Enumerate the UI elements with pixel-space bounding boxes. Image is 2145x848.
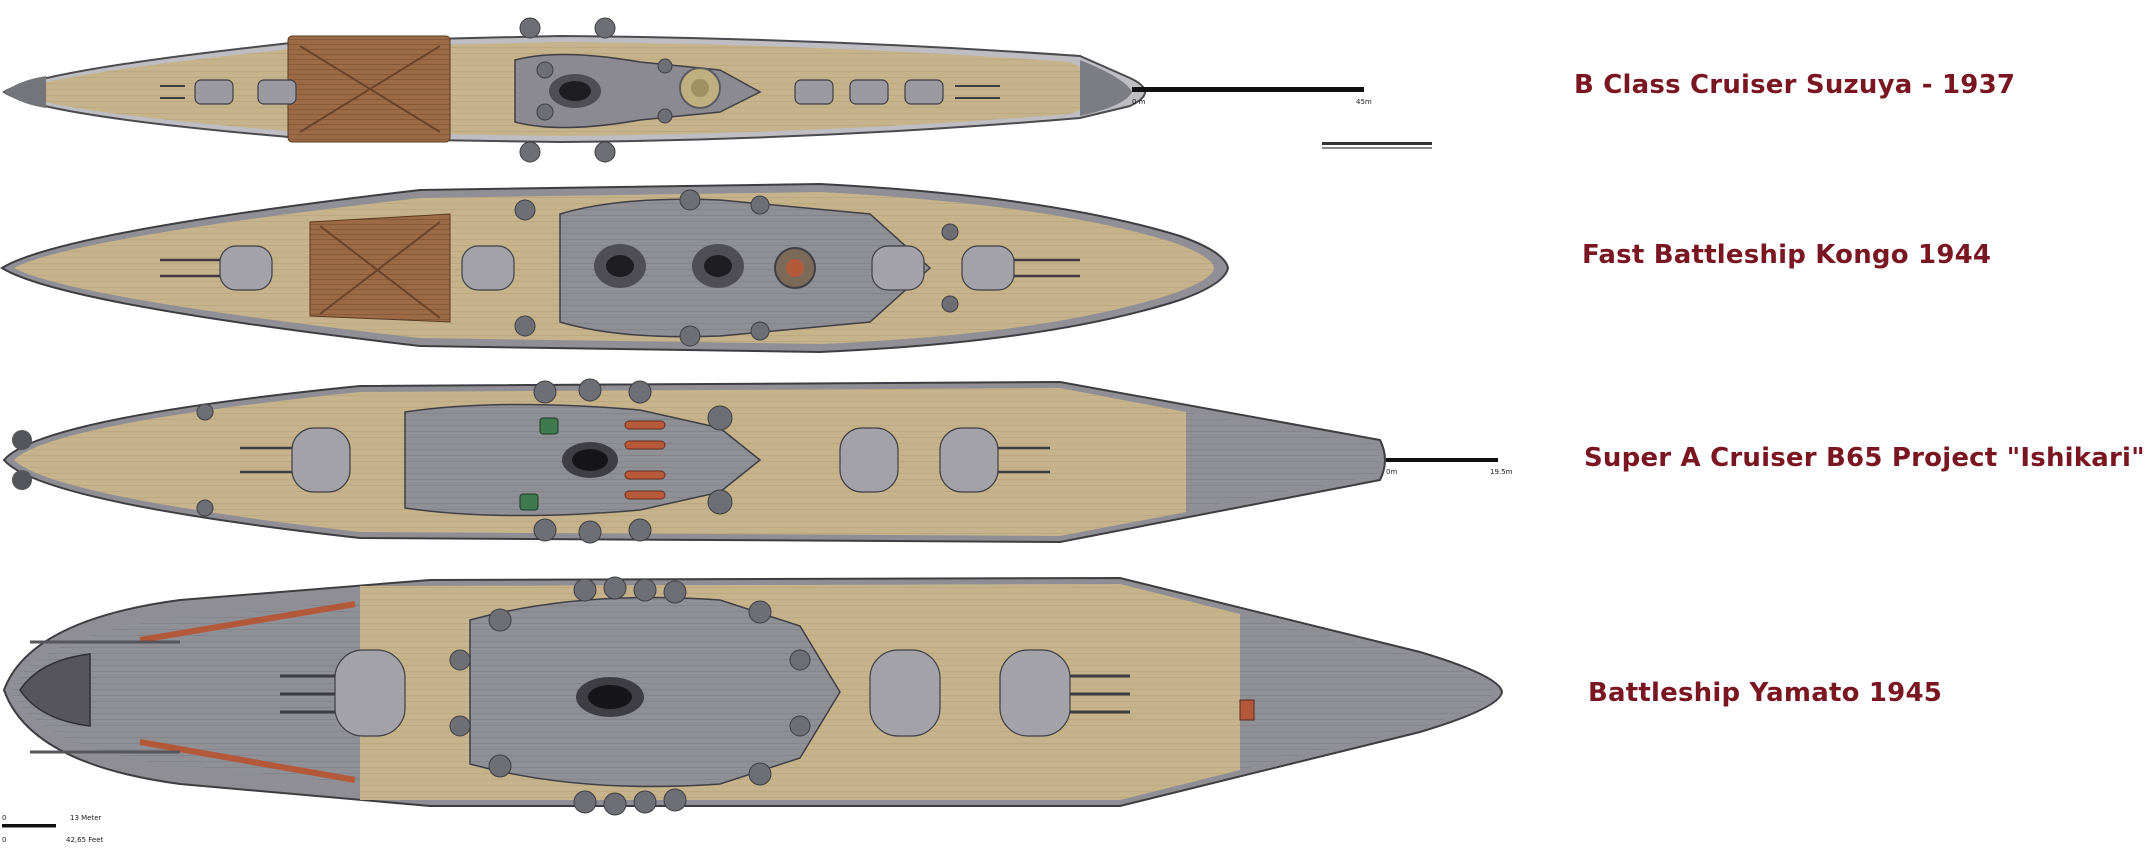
ishikari-scale-end: 19.5m [1490,468,1513,476]
ship-suzuya [2,17,1146,163]
ship-label-kongo: Fast Battleship Kongo 1944 [1582,240,1992,270]
ship-plans-canvas: 0 m 45m [0,17,1513,844]
scale-legend-zero-feet: 0 [2,836,6,844]
suzuya-scale-end: 45m [1356,98,1372,106]
ship-yamato [2,576,1504,816]
scale-legend-zero: 0 [2,814,6,822]
separator-line [1322,142,1432,149]
ship-ishikari [2,378,1386,544]
suzuya-scale-start: 0 m [1132,98,1146,106]
ship-label-ishikari: Super A Cruiser B65 Project "Ishikari" [1584,443,2145,473]
scale-legend-feet: 42,65 Feet [66,836,104,844]
ship-label-yamato: Battleship Yamato 1945 [1588,678,1943,708]
ishikari-scale-bar: 0m 19.5m [1386,458,1513,476]
scale-legend-meters: 13 Meter [70,814,102,822]
ishikari-scale-start: 0m [1386,468,1397,476]
ship-label-suzuya: B Class Cruiser Suzuya - 1937 [1574,70,2016,100]
suzuya-scale-bar: 0 m 45m [1132,87,1372,106]
ship-kongo [0,182,1230,354]
yamato-scale-legend: 0 13 Meter 0 42,65 Feet [2,814,104,844]
